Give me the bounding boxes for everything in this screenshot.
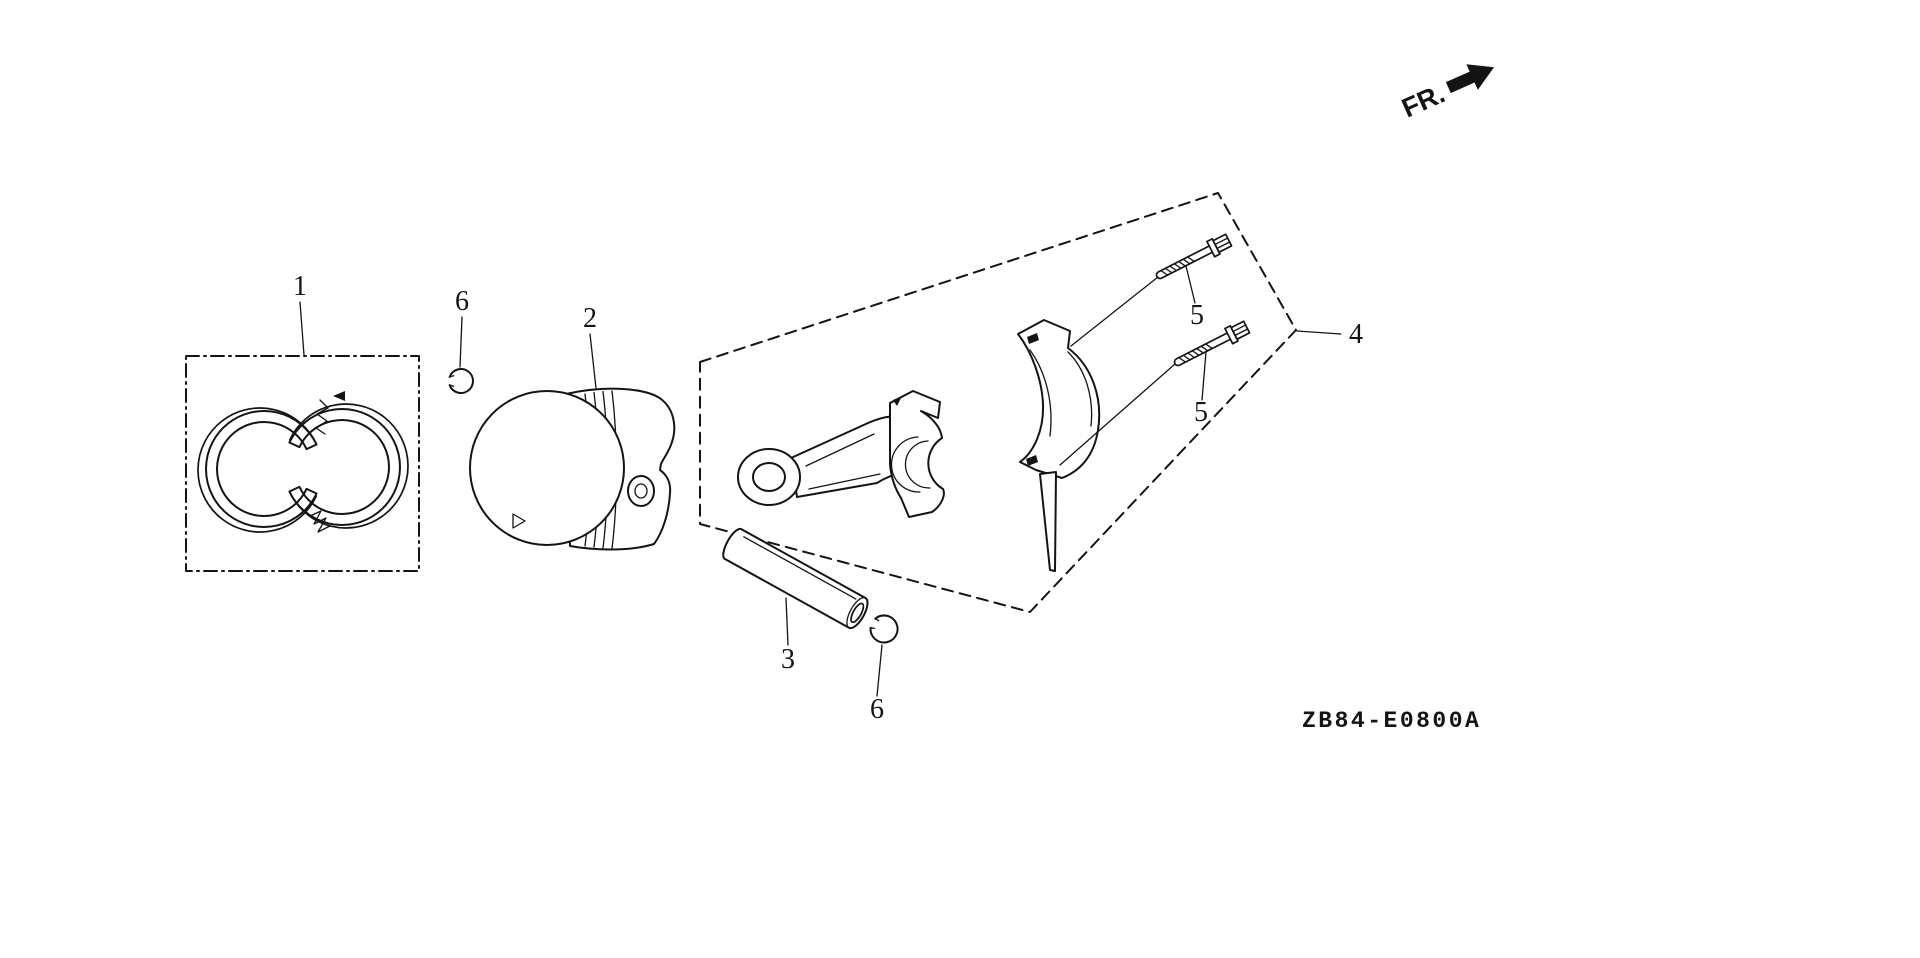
ring-set-boundary-box (185, 355, 420, 572)
diagram-code: ZB84-E0800A (1302, 708, 1481, 734)
rod-match-mark-icon (893, 396, 902, 406)
rod-shaft-ibeam-lines (805, 433, 881, 490)
rod-bolt-upper (1155, 233, 1233, 280)
leader-line-5-lower (1201, 351, 1207, 401)
leader-line-1 (299, 301, 305, 356)
callout-6-lower: 6 (870, 694, 884, 725)
piston-pin-boss (627, 475, 655, 507)
rod-big-end (889, 390, 945, 518)
leader-line-4 (1296, 330, 1342, 335)
callout-2: 2 (583, 303, 597, 334)
rod-cap-oil-dipper (1039, 471, 1057, 572)
oil-ring-expander-bottom (309, 510, 331, 533)
rod-small-end-bore (752, 462, 786, 492)
piston-crown (469, 390, 625, 546)
leader-line-6-upper (459, 316, 463, 368)
leader-line-3 (785, 597, 789, 646)
callout-1: 1 (293, 271, 307, 302)
rod-cap (1017, 319, 1101, 572)
fr-label: FR. (1397, 78, 1449, 123)
rod-small-end (737, 448, 801, 506)
callout-4: 4 (1349, 319, 1363, 350)
fr-direction-indicator: FR. (1397, 64, 1495, 123)
callout-3: 3 (781, 644, 795, 675)
connecting-rod (737, 390, 945, 518)
ring-gap-mark-icon (333, 391, 345, 401)
piston-ring-set (197, 391, 409, 533)
piston-pin-clip-lower (869, 614, 899, 644)
rod-cap-body (1017, 319, 1101, 479)
callout-5-lower: 5 (1194, 397, 1208, 428)
piston-pin-clip-upper (448, 368, 474, 394)
fr-arrow-icon (1445, 64, 1495, 94)
assembly-axis-line-lower (1059, 363, 1176, 466)
rod-big-end-bore (890, 436, 931, 493)
rod-cap-slot-upper (1027, 333, 1039, 344)
leader-line-2 (589, 333, 597, 389)
rod-cap-saddle-lines (1029, 349, 1093, 437)
rod-cap-slot-lower (1026, 455, 1038, 466)
leader-line-6-lower (876, 644, 883, 697)
rod-assembly-boundary-box (699, 192, 1297, 613)
callout-5-upper: 5 (1190, 300, 1204, 331)
piston-pin-boss-bore (634, 483, 648, 499)
piston (469, 387, 676, 551)
piston-orientation-mark-icon (512, 513, 526, 529)
leader-line-5-upper (1185, 265, 1196, 304)
piston-pin (722, 527, 869, 630)
rod-bolt-lower (1173, 320, 1251, 367)
rod-shaft (790, 415, 906, 498)
piston-ring-left-outer-edge (197, 407, 318, 533)
oil-ring-expander-top (315, 399, 329, 435)
callout-6-upper: 6 (455, 286, 469, 317)
assembly-axis-line-upper (1070, 276, 1159, 347)
